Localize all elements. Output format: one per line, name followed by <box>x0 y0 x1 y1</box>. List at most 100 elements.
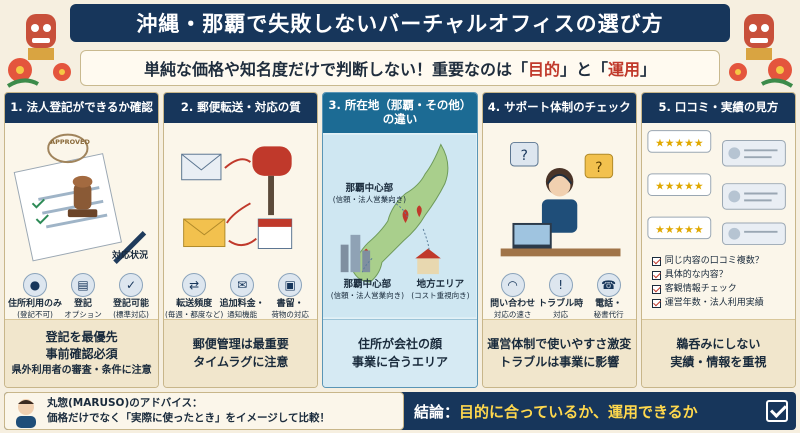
support-illustration: ? ? <box>500 141 621 257</box>
summary-line: 事前確認必須 <box>45 347 118 362</box>
shisa-hibiscus-decoration-left <box>6 14 71 88</box>
calendar-icon <box>257 218 293 249</box>
package-icon: ▣ <box>278 273 303 297</box>
svg-text:★★★★★: ★★★★★ <box>655 223 703 236</box>
mailbox-icon <box>252 146 292 216</box>
summary-line: 鵜呑みにしない <box>676 337 761 352</box>
subtitle-text-pre: 単純な価格や知名度だけで判断しない！重要なのは「 <box>143 60 528 79</box>
okinawa-map-illustration <box>323 134 477 318</box>
subtitle-highlight-operation: 運用 <box>608 60 641 79</box>
subtitle-banner: 単純な価格や知名度だけで判断しない！重要なのは「目的」と「運用」 <box>80 50 720 86</box>
card-title: 3. 所在地（那覇・その他）の違い <box>323 93 477 133</box>
svg-text:★★★★★: ★★★★★ <box>655 180 703 193</box>
subtitle-text-mid: 」と「 <box>559 60 608 79</box>
item-sub: (標準対応) <box>113 310 149 319</box>
card-summary: 郵便管理は最重要 タイムラグに注意 <box>164 319 318 387</box>
summary-line: 実績・情報を重視 <box>670 354 767 369</box>
checkbox-icon <box>651 299 661 309</box>
advisor-name: 丸惣(MARUSO)のアドバイス： <box>47 397 203 410</box>
card-location: 3. 所在地（那覇・その他）の違い <box>322 92 478 388</box>
card-illustration: ★★★★★ ★★★★★ ★★★★★ <box>642 123 795 319</box>
advisor-avatar-icon <box>16 399 36 428</box>
subtitle-text-post: 」 <box>640 60 657 79</box>
checkbox-icon <box>651 271 661 281</box>
checkbox-icon <box>651 285 661 295</box>
card-illustration: APPROVED 対応状況 ● ▤ ✓ 住所利用のみ (登記不可) 登記 オプシ… <box>5 123 158 319</box>
summary-line: 登記を最優先 <box>45 329 118 344</box>
review-checklist: 同じ内容の口コミ複数？ 具体的な内容？ 客観情報チェック 運営年数・法人利用実績 <box>651 255 764 311</box>
hibiscus-icon <box>6 58 71 88</box>
checklist-item: 同じ内容の口コミ複数？ <box>651 255 764 269</box>
map-sub-regional: (コスト重視向き) <box>411 291 470 300</box>
headset-icon: ◠ <box>500 273 525 297</box>
map-sub-naha-center-2: (信頼・法人営業向き) <box>330 291 405 300</box>
checklist-item: 運営年数・法人利用実績 <box>651 297 764 311</box>
card-summary: 鵜呑みにしない 実績・情報を重視 <box>641 319 795 387</box>
summary-line: タイムラグに注意 <box>193 354 289 369</box>
card-reviews: 5. 口コミ・実績の見方 ★★★★★ ★★★★★ ★★★★★ <box>640 92 796 388</box>
subtitle-highlight-purpose: 目的 <box>527 60 560 79</box>
map-label-naha-center-2: 那覇中心部 <box>343 279 392 290</box>
item-sub: 対応の速さ <box>493 310 532 319</box>
item-label: 住所利用のみ <box>7 299 62 309</box>
shisa-icon <box>744 14 774 60</box>
svg-text:?: ? <box>520 148 527 164</box>
checklist-item: 客観情報チェック <box>651 283 764 297</box>
diagram-label: 対応状況 <box>111 251 148 261</box>
advice-text: 価格だけでなく「実際に使ったとき」をイメージして比較！ <box>47 412 330 424</box>
house-icon <box>415 248 442 275</box>
conclusion-prefix: 結論： <box>414 402 460 421</box>
shisa-icon <box>26 14 56 60</box>
item-label: 転送頻度 <box>176 299 213 309</box>
map-sub-naha-center: (信頼・法人営業向き) <box>332 195 407 204</box>
conclusion: 結論：目的に合っているか、運用できるか <box>414 392 764 430</box>
summary-line: 事業に合うエリア <box>351 354 448 369</box>
map-label-naha-center: 那覇中心部 <box>345 183 394 194</box>
item-sub: (毎週・都度など) <box>165 310 224 319</box>
pen-icon <box>113 231 147 264</box>
item-sub: 対応 <box>553 310 569 319</box>
review-bubble-icon <box>721 139 786 246</box>
item-label: 問い合わせ <box>490 299 536 309</box>
item-sub: (登記不可) <box>17 310 53 319</box>
card-title: 4. サポート体制のチェック <box>482 93 636 123</box>
card-support: 4. サポート体制のチェック ? ? ◠ <box>481 92 637 388</box>
hibiscus-icon <box>729 58 794 88</box>
page-title: 沖縄・那覇で失敗しないバーチャルオフィスの選び方 <box>70 4 730 42</box>
card-summary: 住所が会社の顔 事業に合うエリア <box>323 319 477 387</box>
checkbox-icon <box>651 257 661 267</box>
card-summary: 運営体制で使いやすさ激変 トラブルは事業に影響 <box>482 319 636 387</box>
mail-icon <box>183 218 226 248</box>
card-title: 5. 口コミ・実績の見方 <box>641 93 795 123</box>
stamp-text: APPROVED <box>50 138 90 146</box>
criteria-cards: 1. 法人登記ができるか確認 <box>4 92 796 388</box>
conclusion-highlight: 目的に合っているか、運用できるか <box>459 402 698 421</box>
checklist-item: 具体的な内容？ <box>651 269 764 283</box>
chat-icon: ? ? <box>509 141 613 179</box>
card-mail-forwarding: 2. 郵便転送・対応の質 <box>163 92 319 388</box>
item-sub: オプション <box>64 310 102 319</box>
person-icon: ● <box>23 273 47 297</box>
transfer-icon: ⇄ <box>182 273 207 297</box>
svg-text:★★★★★: ★★★★★ <box>655 136 703 149</box>
star-rating-icon: ★★★★★ ★★★★★ ★★★★★ <box>647 130 712 240</box>
summary-line: 運営体制で使いやすさ激変 <box>487 337 632 352</box>
document-check-icon: ✓ <box>119 273 143 297</box>
summary-line: トラブルは事業に影響 <box>499 354 620 369</box>
warning-icon: ! <box>548 273 573 297</box>
item-label: 電話・ <box>595 299 623 309</box>
map-label-regional: 地方エリア <box>416 279 465 290</box>
card-illustration: ? ? ◠ ! ☎ 問い合わせ 対応の速さ トラブル時 対応 <box>483 123 636 319</box>
document-icon: ▤ <box>71 273 95 297</box>
headset-icon <box>541 167 577 233</box>
card-illustration: 那覇中心部 (信頼・法人営業向き) 那覇中心部 (信頼・法人営業向き) 地方エリ… <box>323 133 477 319</box>
card-summary: 登記を最優先 事前確認必須 県外利用者の審査・条件に注意 <box>5 319 159 387</box>
item-label: 登記 <box>73 299 92 309</box>
item-sub: 秘書代行 <box>593 310 624 319</box>
svg-text:?: ? <box>595 160 602 176</box>
stamp-icon <box>47 133 98 218</box>
document-icon <box>13 153 123 262</box>
item-sub: 通知機能 <box>227 310 258 319</box>
summary-note: 県外利用者の審査・条件に注意 <box>11 364 152 376</box>
summary-line: 郵便管理は最重要 <box>192 337 289 352</box>
